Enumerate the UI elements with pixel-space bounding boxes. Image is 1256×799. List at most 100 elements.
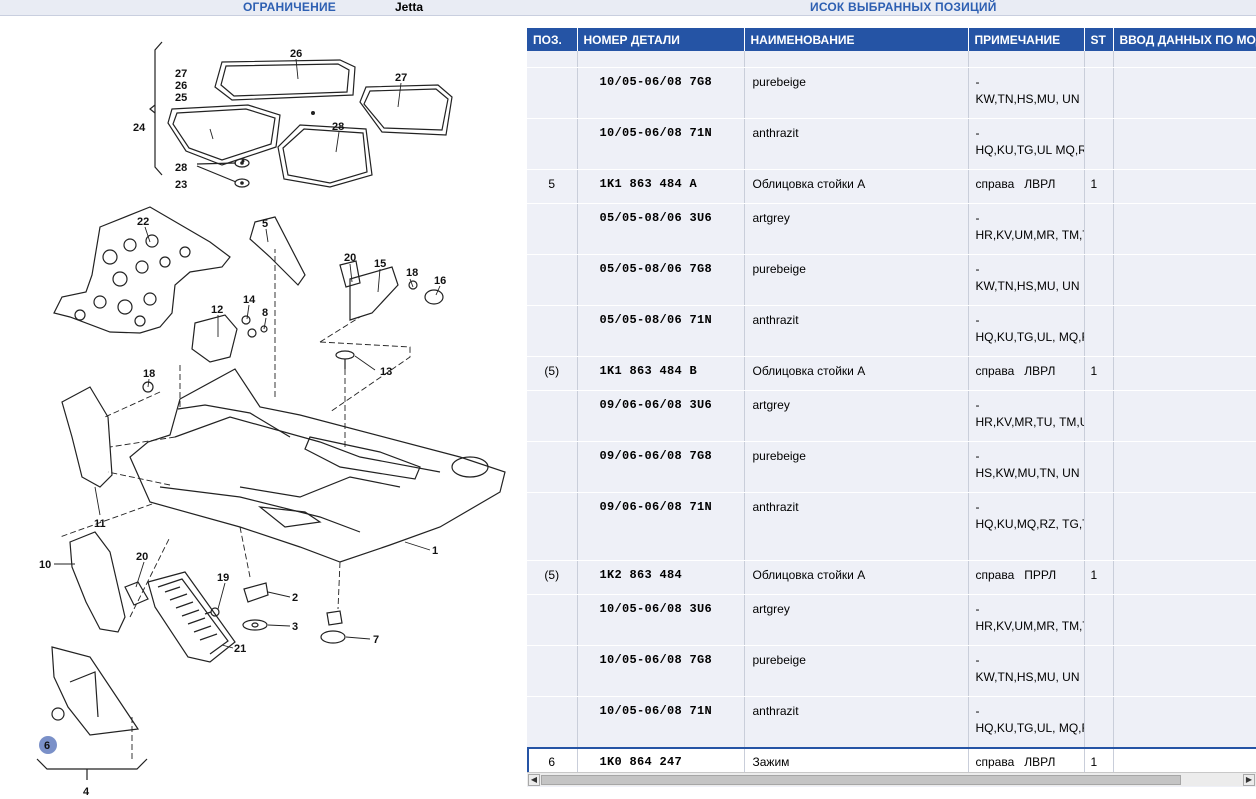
callout-26[interactable]: 26	[290, 48, 302, 60]
column-header[interactable]: НОМЕР ДЕТАЛИ	[577, 28, 745, 51]
callout-1[interactable]: 1	[432, 545, 438, 557]
callout-5[interactable]: 5	[262, 218, 268, 230]
column-header[interactable]: ST	[1084, 28, 1114, 51]
callout-28-a[interactable]: 28	[175, 162, 187, 174]
top-bar: ОГРАНИЧЕНИЕ Jetta ИСОК ВЫБРАННЫХ ПОЗИЦИЙ	[0, 0, 1256, 16]
model-input	[1113, 169, 1256, 204]
scroll-right-icon[interactable]: ▶	[1243, 774, 1255, 786]
model-input	[1113, 696, 1256, 748]
pos: (5)	[527, 560, 578, 595]
callout-27[interactable]: 27	[395, 72, 407, 84]
part-name: anthrazit	[744, 118, 969, 170]
part-st	[1084, 203, 1114, 255]
part-name: artgrey	[744, 390, 969, 442]
part-st	[1084, 390, 1114, 442]
part-name: purebeige	[744, 67, 969, 119]
column-header[interactable]: НАИМЕНОВАНИЕ	[744, 28, 969, 51]
table-cell	[744, 51, 969, 68]
callout-27-a[interactable]: 27	[175, 68, 187, 80]
parts-diagram[interactable]: 26 27 26 25 24 28 23 27 28 22 5 20 15 18…	[0, 17, 520, 799]
pos	[527, 67, 578, 119]
part-name: artgrey	[744, 203, 969, 255]
model-value: Jetta	[395, 0, 424, 14]
callout-18[interactable]: 18	[406, 267, 418, 279]
part-number: 10/05-06/08 7G8	[577, 67, 745, 119]
model-input	[1113, 492, 1256, 561]
table-cell	[1084, 51, 1114, 68]
part-number: 05/05-08/06 7G8	[577, 254, 745, 306]
table-row[interactable]	[527, 51, 1256, 68]
part-note: -KW,TN,HS,MU, UN	[968, 254, 1085, 306]
part-st	[1084, 118, 1114, 170]
column-header[interactable]: ВВОД ДАННЫХ ПО МОДЕЛ	[1113, 28, 1256, 51]
callout-16[interactable]: 16	[434, 275, 446, 287]
callout-13[interactable]: 13	[380, 366, 392, 378]
callout-12[interactable]: 12	[211, 304, 223, 316]
model-input	[1113, 305, 1256, 357]
callout-6-highlight[interactable]	[39, 736, 57, 754]
part-note: -HR,KV,UM,MR, TM,TU	[968, 203, 1085, 255]
part-note: -HR,KV,MR,TU, TM,UM	[968, 390, 1085, 442]
scroll-left-icon[interactable]: ◀	[528, 774, 540, 786]
part-number: 1K1 863 484 A	[577, 169, 745, 204]
callout-6[interactable]: 6	[44, 740, 50, 752]
pos	[527, 492, 578, 561]
part-number: 10/05-06/08 71N	[577, 118, 745, 170]
callout-11[interactable]: 11	[94, 518, 106, 530]
scroll-thumb[interactable]	[541, 775, 1181, 785]
callout-25[interactable]: 25	[175, 92, 187, 104]
callout-26-a[interactable]: 26	[175, 80, 187, 92]
callout-18-b[interactable]: 18	[143, 368, 155, 380]
model-input	[1113, 560, 1256, 595]
model-input	[1113, 594, 1256, 646]
part-number: 05/05-08/06 71N	[577, 305, 745, 357]
callout-20[interactable]: 20	[344, 252, 356, 264]
callout-19[interactable]: 19	[217, 572, 229, 584]
part-note: справа ЛВРЛ	[968, 356, 1085, 391]
part-number: 09/06-06/08 7G8	[577, 441, 745, 493]
horizontal-scrollbar[interactable]: ◀ ▶	[527, 772, 1256, 786]
callout-7[interactable]: 7	[373, 634, 379, 646]
callout-10[interactable]: 10	[39, 559, 51, 571]
callout-24[interactable]: 24	[133, 122, 146, 134]
callout-21[interactable]: 21	[234, 643, 246, 655]
part-st	[1084, 696, 1114, 748]
part-name: Облицовка стойки А	[744, 169, 969, 204]
callout-14[interactable]: 14	[243, 294, 256, 306]
part-number: 1K1 863 484 B	[577, 356, 745, 391]
callout-8[interactable]: 8	[262, 307, 268, 319]
callout-4[interactable]: 4	[83, 786, 90, 798]
callout-22[interactable]: 22	[137, 216, 149, 228]
part-st: 1	[1084, 560, 1114, 595]
callout-23[interactable]: 23	[175, 179, 187, 191]
model-input	[1113, 390, 1256, 442]
callout-15[interactable]: 15	[374, 258, 386, 270]
callout-3[interactable]: 3	[292, 621, 298, 633]
model-input	[1113, 441, 1256, 493]
part-number: 10/05-06/08 71N	[577, 696, 745, 748]
table-cell	[577, 51, 745, 68]
callout-28[interactable]: 28	[332, 121, 344, 133]
part-number: 09/06-06/08 3U6	[577, 390, 745, 442]
callout-20-b[interactable]: 20	[136, 551, 148, 563]
column-header[interactable]: ПОЗ.	[527, 28, 578, 51]
column-header[interactable]: ПРИМЕЧАНИЕ	[968, 28, 1085, 51]
callout-2[interactable]: 2	[292, 592, 298, 604]
part-name: anthrazit	[744, 492, 969, 561]
